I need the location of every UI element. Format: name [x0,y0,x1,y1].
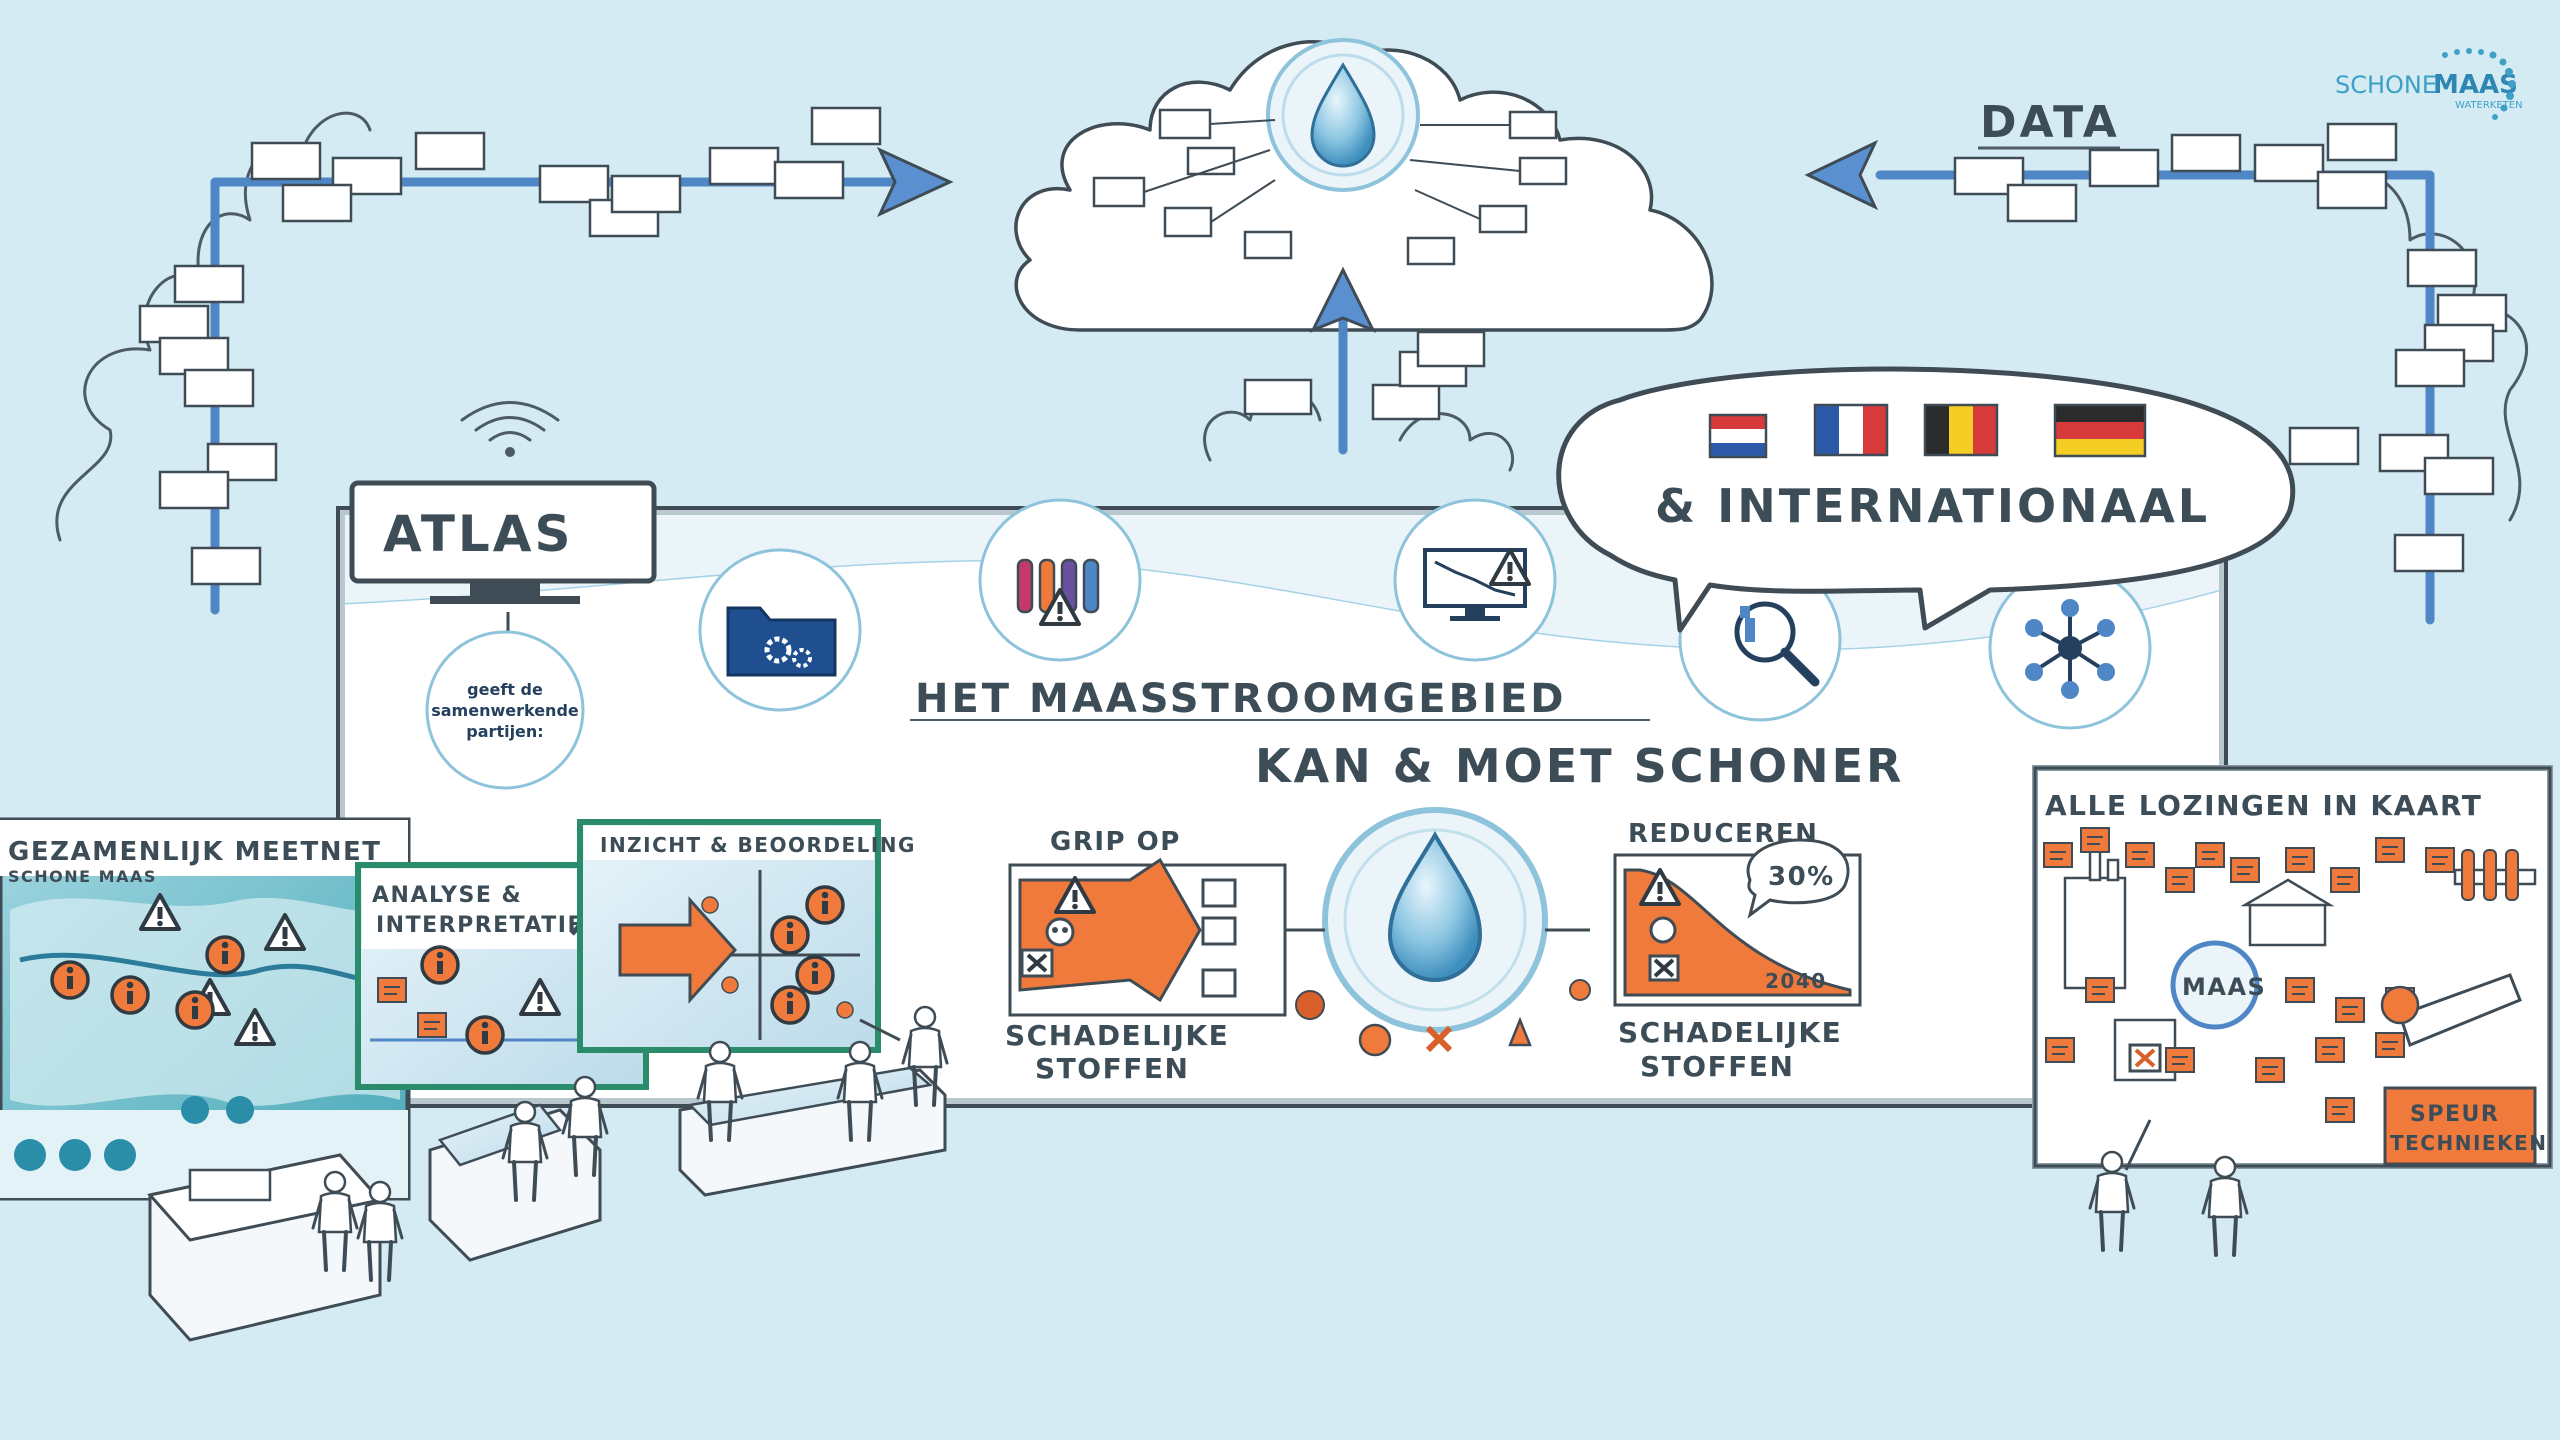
skull-icon [1045,917,1075,947]
headline: HET MAASSTROOMGEBIED KAN & MOET SCHONER [910,676,1904,793]
lozingen-board: ALLE LOZINGEN IN KAART MAAS [2032,765,2553,1169]
atlas-note-line2: samenwerkende [431,701,579,720]
schadelijke-right-line2: STOFFEN [1640,1050,1794,1083]
magnifier-chart-icon [1678,558,1842,722]
logo-part2: MAAS [2433,70,2518,100]
data-label: DATA [1980,97,2120,148]
inzicht-title: INZICHT & BEOORDELING [600,833,916,857]
folder-gear-icon [698,548,862,712]
atlas-label: ATLAS [383,505,574,563]
analyse-title-line2: INTERPRETATIE [376,913,584,938]
netherlands-flag [1708,413,1768,459]
france-flag [1813,403,1889,457]
grip-op-panel: GRIP OP SCHADELIJKE STOFFEN [1005,827,1287,1085]
speur-line1: SPEUR [2410,1102,2499,1127]
schadelijke-left-line2: STOFFEN [1035,1052,1189,1085]
belgium-flag [1923,403,1999,457]
reduceren-panel: REDUCEREN 30% 2040 SCHADELIJKE STOFFEN [1613,819,1862,1083]
schone-maas-logo: SCHONE MAAS WATERKETEN [2335,48,2523,120]
meetnet-screen: GEZAMENLIJK MEETNET SCHONE MAAS [0,817,411,1201]
right-data-pipe: DATA [1804,97,2529,625]
schadelijke-right-line1: SCHADELIJKE [1618,1016,1842,1049]
wifi-icon [505,447,515,457]
test-tubes-warning-icon [978,498,1142,662]
left-data-pipe [55,106,954,615]
logo-part1: SCHONE [2335,71,2437,99]
inzicht-screen: INZICHT & BEOORDELING [577,819,916,1053]
atlas-note-line1: geeft de [467,680,543,699]
logo-dots-icon [2442,48,2516,120]
lozingen-title: ALLE LOZINGEN IN KAART [2045,789,2482,822]
meetnet-subtitle: SCHONE MAAS [8,867,157,886]
feature-circles [698,498,2152,730]
logo-subtitle: WATERKETEN [2455,100,2523,111]
atlas-monitor: ATLAS geeft de samenwerkende partijen: [349,401,657,790]
people [311,1005,2249,1282]
network-nodes-icon [1988,566,2152,730]
international-speech-bubble: & INTERNATIONAAL [1556,366,2296,633]
monitor-graph-warning-icon [1393,498,1557,662]
maas-label: MAAS [2182,973,2266,1001]
headline-line1: HET MAASSTROOMGEBIED [915,676,1567,722]
headline-line2: KAN & MOET SCHONER [1255,739,1904,793]
water-drop-icon [1310,62,1376,168]
atlas-note-line3: partijen: [466,722,543,741]
analyse-title-line1: ANALYSE & [372,883,522,908]
speur-line2: TECHNIEKEN [2390,1131,2547,1155]
meetnet-title: GEZAMENLIJK MEETNET [8,837,381,867]
germany-flag [2053,403,2147,458]
target-year: 2040 [1765,969,1827,993]
data-cloud [1014,38,1714,472]
schadelijke-left-line1: SCHADELIJKE [1005,1019,1229,1052]
grip-op-label: GRIP OP [1050,827,1181,857]
reduction-percent: 30% [1768,862,1835,892]
water-drop-icon [1387,830,1483,982]
international-label: & INTERNATIONAAL [1655,479,2210,533]
center-drop [1285,807,1591,1057]
